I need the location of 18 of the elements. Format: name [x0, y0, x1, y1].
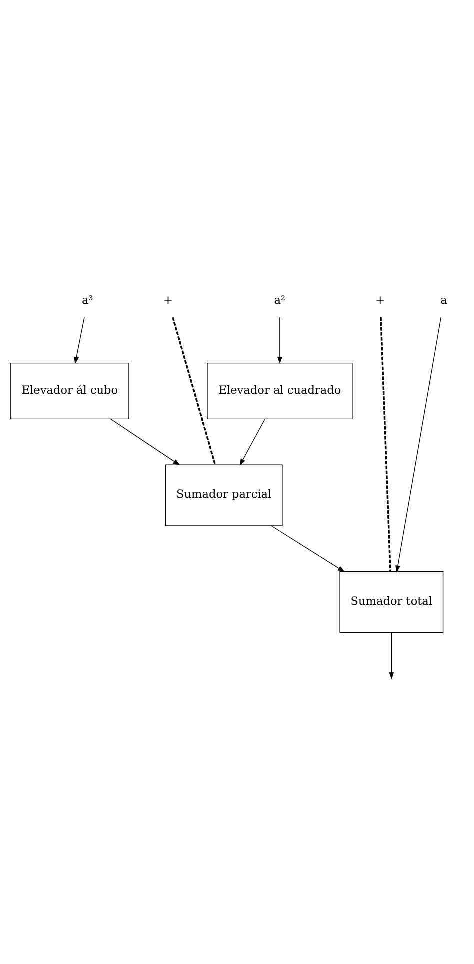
arrow	[389, 632, 394, 680]
arrow	[271, 526, 346, 572]
node-text: a³	[82, 294, 94, 307]
connector	[172, 317, 216, 466]
node-text: +	[376, 294, 386, 307]
arrow	[277, 317, 282, 364]
node-box: Sumador total	[340, 572, 444, 634]
arrow	[110, 418, 180, 466]
arrow	[396, 317, 442, 573]
node-box: Elevador ál cubo	[10, 362, 130, 420]
node-text: a	[440, 294, 448, 307]
node-text: a²	[274, 294, 286, 307]
arrow	[240, 418, 266, 466]
node-box: Elevador al cuadrado	[207, 362, 353, 420]
arrow	[74, 317, 85, 364]
connector	[380, 317, 392, 572]
node-box: Sumador parcial	[165, 464, 283, 526]
node-text: +	[164, 294, 173, 307]
